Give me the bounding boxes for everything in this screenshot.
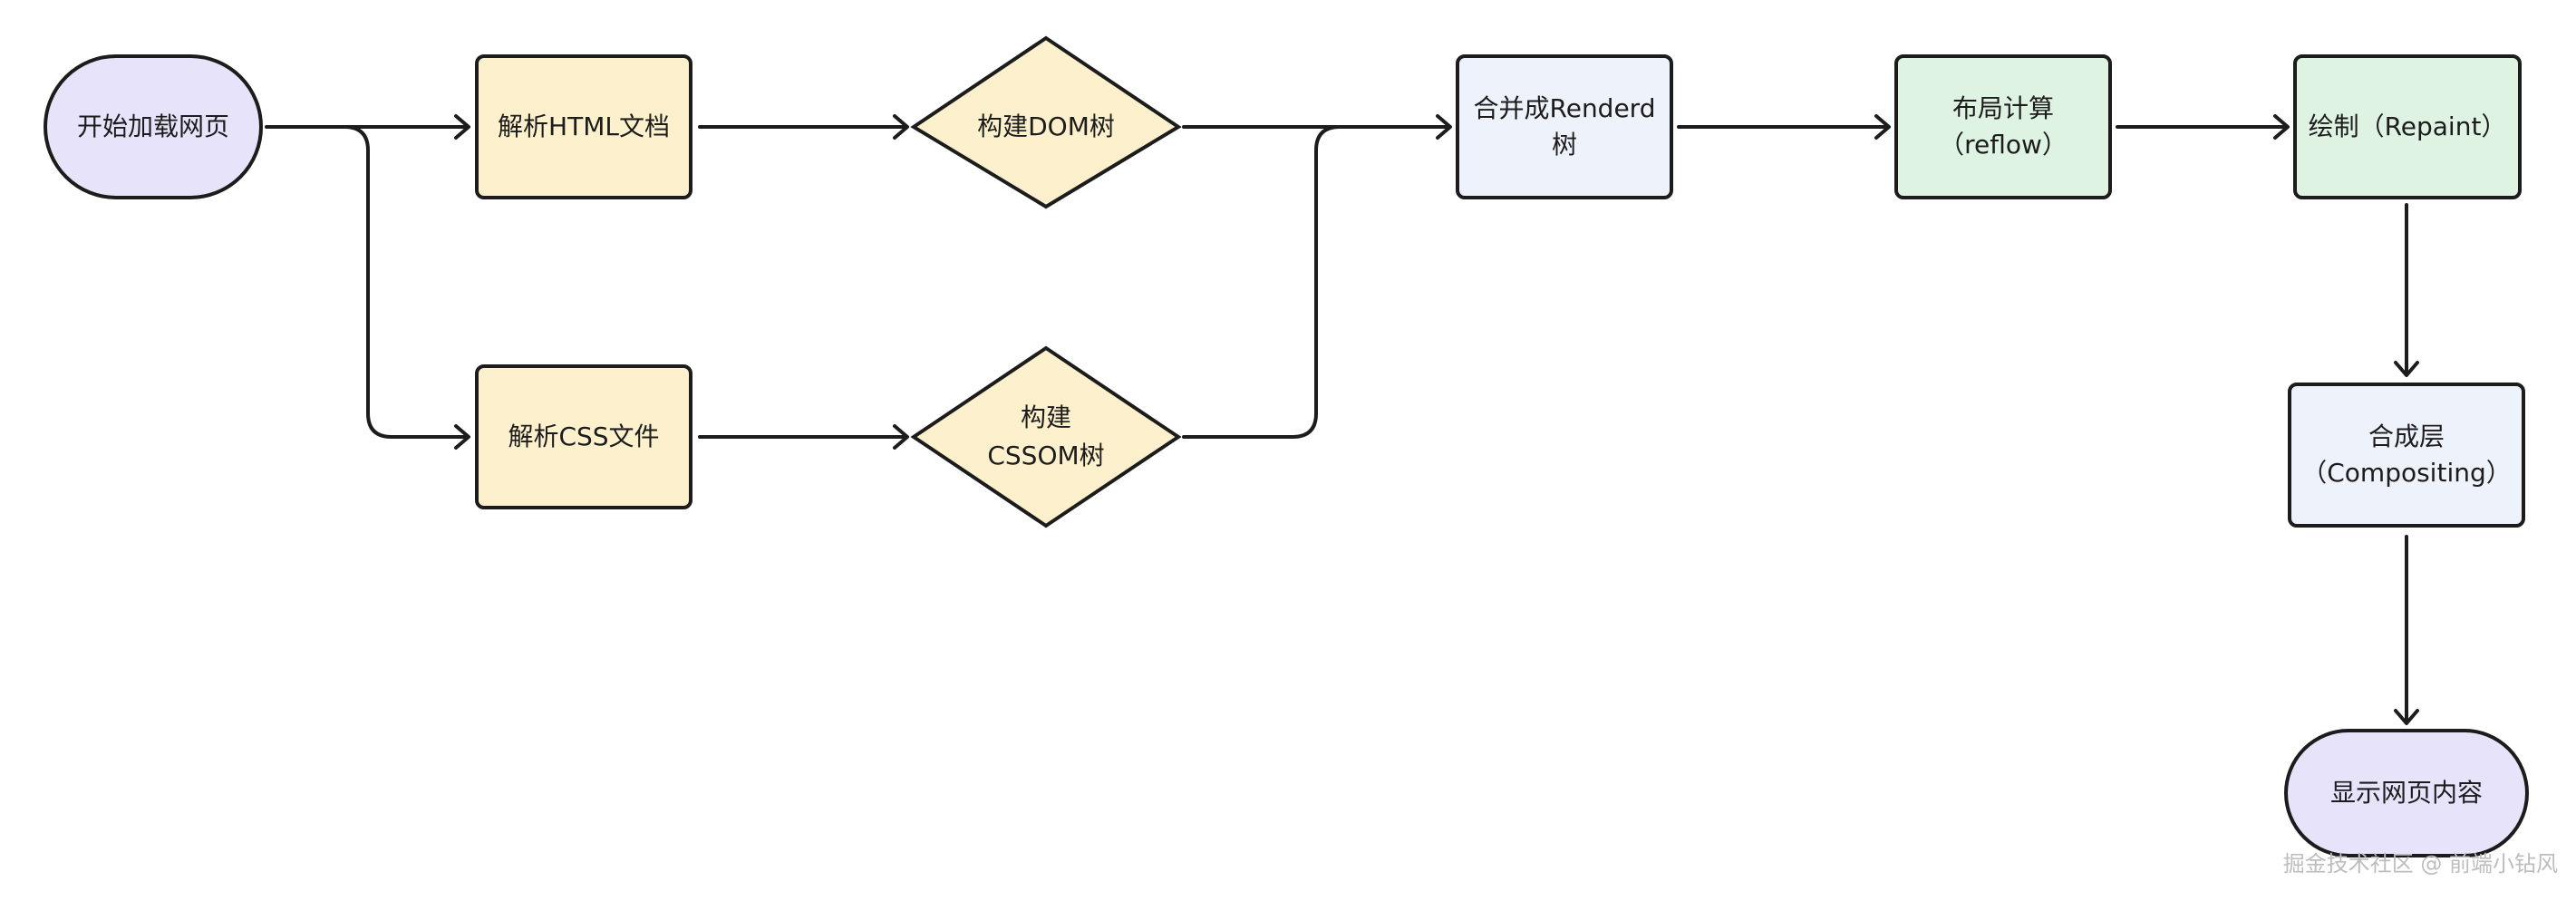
compositing-box xyxy=(2288,383,2525,528)
node-parse-css: 解析CSS文件 xyxy=(475,364,692,509)
arrowhead-parse-html xyxy=(454,114,470,140)
paint-label: 绘制（Repaint） xyxy=(2309,111,2507,141)
parse-html-box xyxy=(475,54,692,199)
node-build-cssom: 构建 CSSOM树 xyxy=(910,345,1182,528)
build-dom-diamond xyxy=(910,35,1182,209)
node-merge-render-tree: 合并成Renderd 树 xyxy=(1456,54,1673,199)
paint-box xyxy=(2293,54,2522,199)
watermark-text: 掘金技术社区 @ 前端小钻风 xyxy=(2283,851,2558,877)
start-label: 开始加载网页 xyxy=(77,111,229,141)
build-dom-label: 构建DOM树 xyxy=(977,111,1115,141)
layout-label-line2: （reflow） xyxy=(1939,130,2068,160)
edge-build-cssom-to-merge xyxy=(1182,125,1450,439)
edge-start-to-parse-css xyxy=(343,125,469,439)
merge-render-box xyxy=(1456,54,1673,199)
arrowhead-build-cssom xyxy=(893,424,909,450)
node-parse-html: 解析HTML文档 xyxy=(475,54,692,199)
compositing-label-line2: （Compositing） xyxy=(2301,458,2512,488)
merge-render-label-line1: 合并成Renderd xyxy=(1474,93,1656,123)
arrowhead-build-dom xyxy=(893,114,909,140)
arrowhead-display xyxy=(2394,709,2419,725)
build-cssom-label-line1: 构建 xyxy=(1021,402,1071,432)
arrowhead-parse-css xyxy=(454,424,470,450)
parse-css-label: 解析CSS文件 xyxy=(508,421,659,451)
arrowhead-composite xyxy=(2394,361,2419,377)
display-label: 显示网页内容 xyxy=(2330,778,2483,808)
parse-css-box xyxy=(475,364,692,509)
build-cssom-diamond xyxy=(910,345,1182,528)
node-display: 显示网页内容 xyxy=(2284,729,2529,857)
node-paint: 绘制（Repaint） xyxy=(2293,54,2522,199)
parse-html-label: 解析HTML文档 xyxy=(498,111,670,141)
node-start: 开始加载网页 xyxy=(44,54,263,199)
arrowhead-paint xyxy=(2273,114,2290,140)
node-compositing: 合成层 （Compositing） xyxy=(2288,383,2525,528)
display-terminal-shape xyxy=(2284,729,2529,857)
merge-render-label-line2: 树 xyxy=(1552,130,1577,160)
layout-label-line1: 布局计算 xyxy=(1952,93,2054,123)
layout-box xyxy=(1894,54,2112,199)
start-terminal-shape xyxy=(44,54,263,199)
node-build-dom: 构建DOM树 xyxy=(910,35,1182,209)
build-cssom-label-line2: CSSOM树 xyxy=(987,441,1104,470)
node-layout: 布局计算 （reflow） xyxy=(1894,54,2112,199)
edges xyxy=(265,114,2419,725)
compositing-label-line1: 合成层 xyxy=(2368,421,2445,451)
arrowhead-layout xyxy=(1874,114,1891,140)
